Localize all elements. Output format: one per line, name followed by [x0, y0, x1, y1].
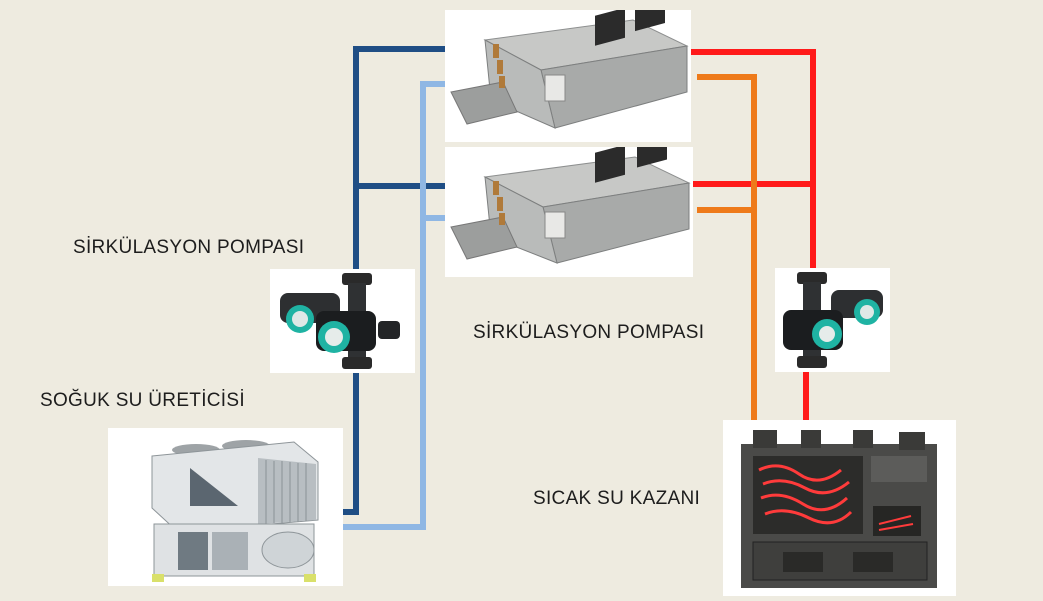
boiler-unit [723, 420, 956, 596]
circulation-pump-icon [783, 272, 883, 368]
hot-supply-pipe [685, 49, 816, 271]
air-cooled-chiller-icon [151, 440, 319, 582]
hot-return-pipe [697, 74, 757, 458]
fan-coil-unit-top [445, 10, 691, 142]
hot-water-boiler-icon [741, 430, 937, 588]
boiler-label: SICAK SU KAZANI [533, 488, 701, 509]
chiller-label: SOĞUK SU ÜRETİCİSİ [40, 390, 245, 411]
circulation-pump-icon [280, 273, 400, 369]
circulation-pump-right [775, 268, 890, 372]
pump-center-label: SİRKÜLASYON POMPASI [473, 322, 705, 343]
cold-supply-pipe [353, 46, 491, 281]
circulation-pump-left [270, 269, 415, 373]
fan-coil-unit-icon [450, 10, 689, 129]
pump-left-label: SİRKÜLASYON POMPASI [73, 237, 305, 258]
chiller-unit [108, 428, 343, 586]
fan-coil-unit-bottom [445, 147, 693, 277]
fan-coil-unit-icon [450, 147, 691, 264]
